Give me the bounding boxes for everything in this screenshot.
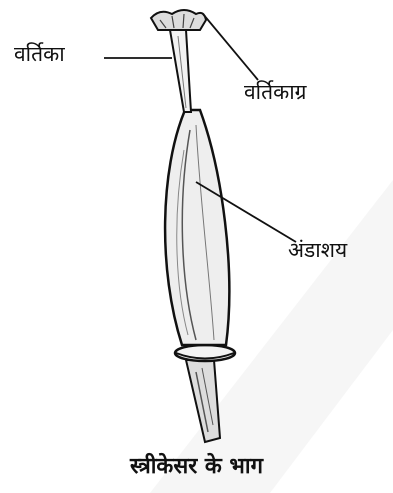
- figure-caption: स्त्रीकेसर के भाग: [0, 456, 393, 478]
- ovary-base-ring: [175, 345, 235, 361]
- ovary: [165, 110, 229, 345]
- label-ovary: अंडाशय: [288, 240, 347, 261]
- stigma: [151, 10, 206, 30]
- label-stigma: वर्तिकाग्र: [244, 82, 307, 103]
- leader-stigma: [203, 14, 258, 80]
- pedicel: [186, 360, 220, 442]
- label-style: वर्तिका: [14, 44, 65, 65]
- style: [170, 30, 191, 112]
